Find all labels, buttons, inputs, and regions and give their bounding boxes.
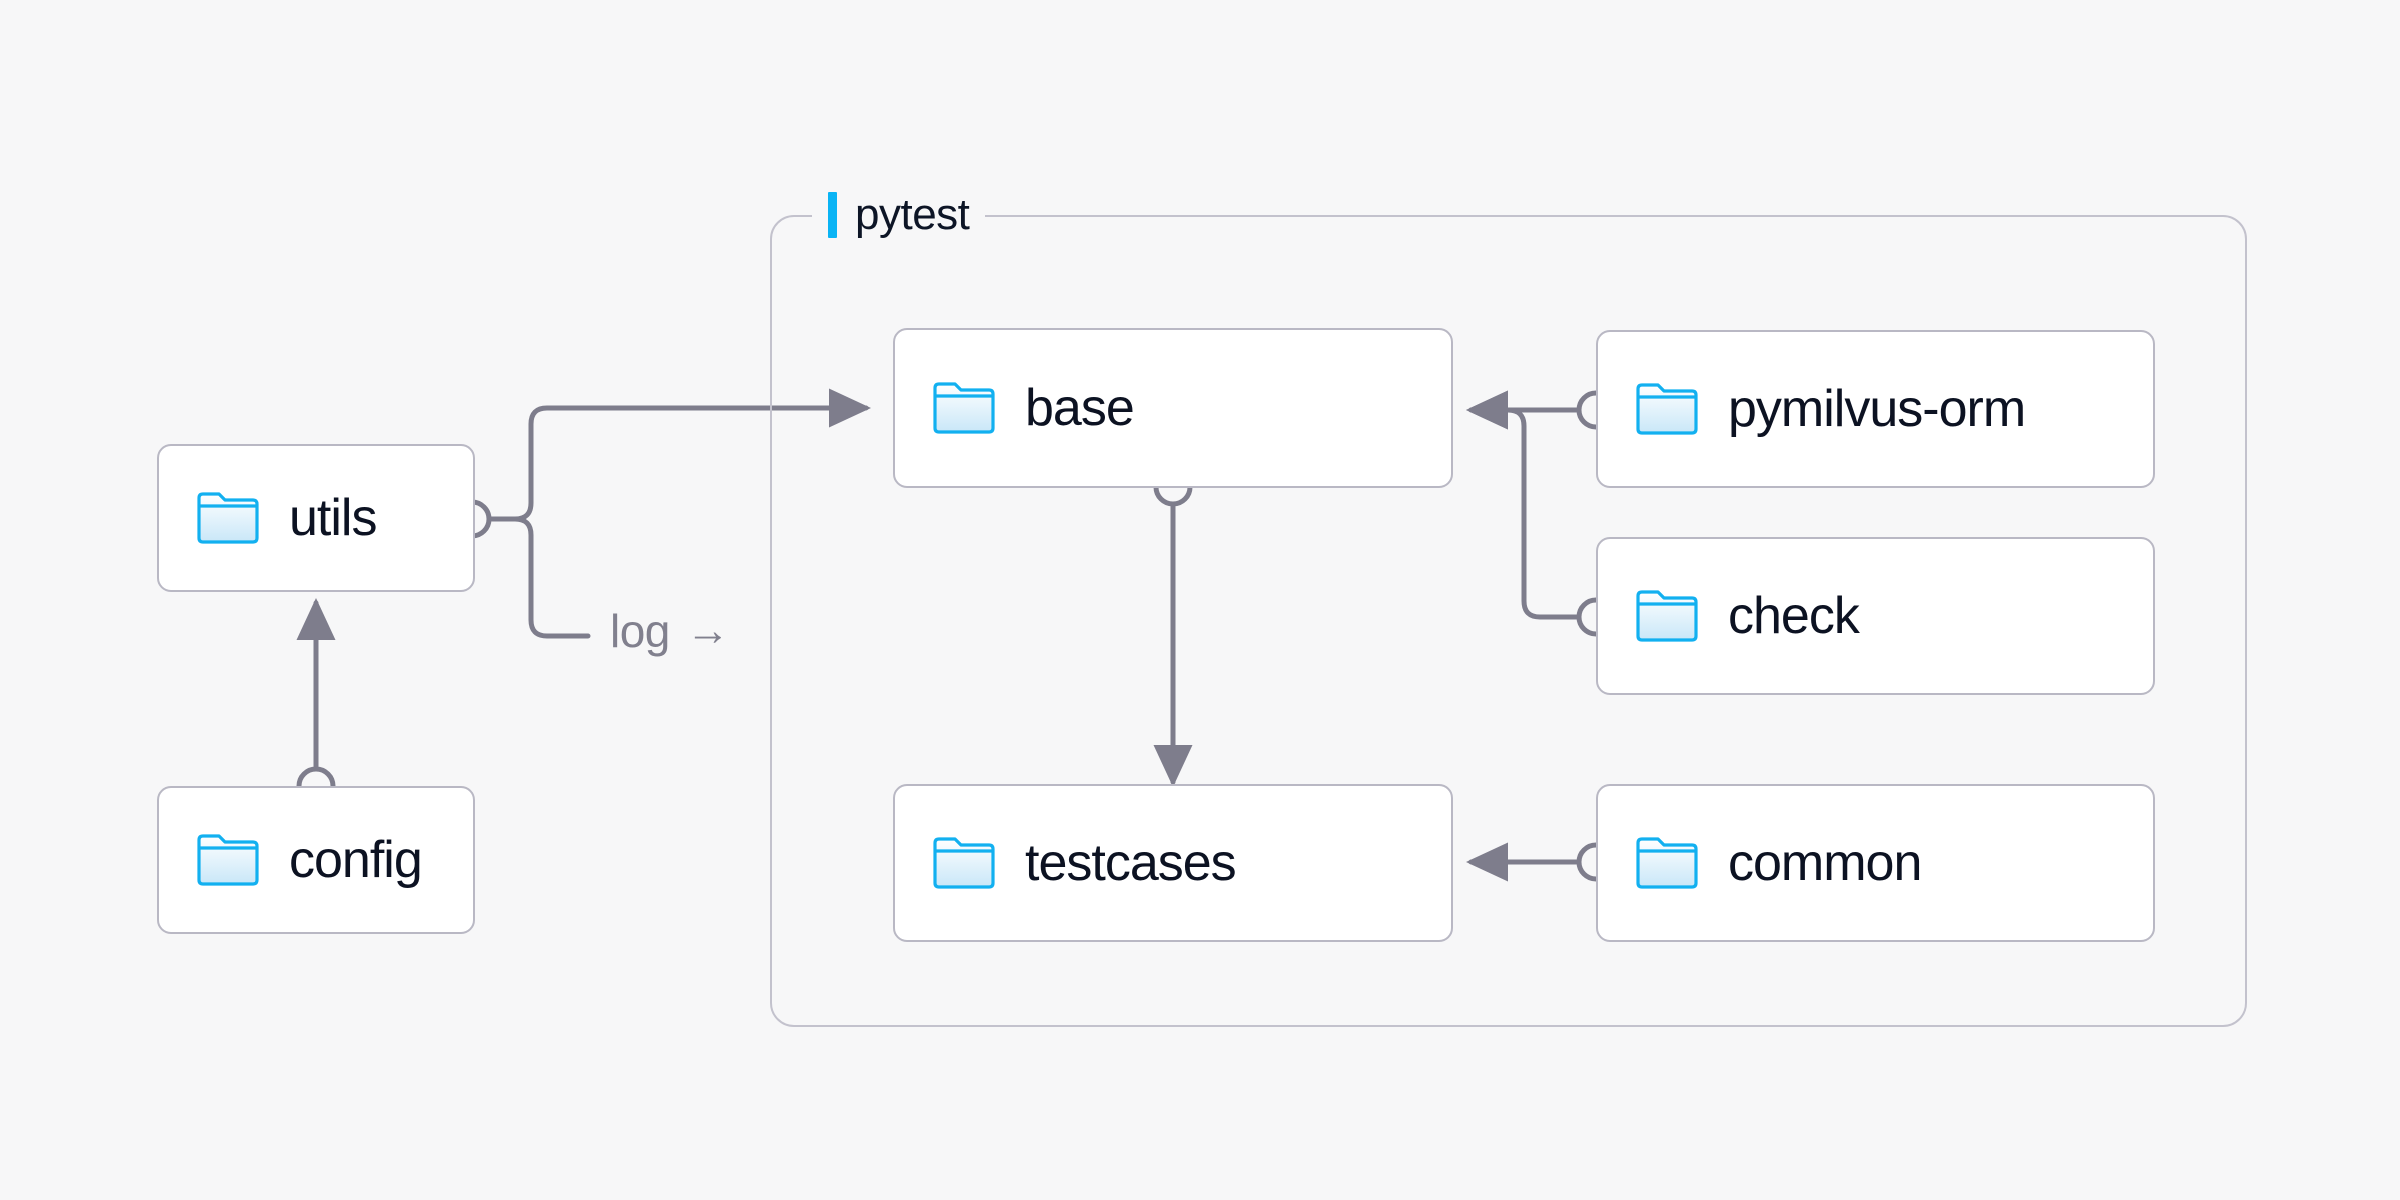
folder-icon	[933, 382, 995, 434]
node-check[interactable]: check	[1596, 537, 2155, 695]
node-label-common: common	[1728, 834, 1922, 892]
node-label-check: check	[1728, 587, 1860, 645]
node-utils[interactable]: utils	[157, 444, 475, 592]
folder-icon	[1636, 590, 1698, 642]
group-title: pytest	[855, 190, 970, 239]
edge-label-log-text: log	[610, 605, 670, 657]
node-pymilvus-orm[interactable]: pymilvus-orm	[1596, 330, 2155, 488]
node-label-base: base	[1025, 379, 1135, 437]
node-label-utils: utils	[289, 489, 377, 547]
folder-icon	[933, 837, 995, 889]
folder-icon	[1636, 837, 1698, 889]
node-base[interactable]: base	[893, 328, 1453, 488]
node-label-testcases: testcases	[1025, 834, 1237, 892]
edge-utils-log	[487, 516, 591, 639]
node-label-pymilvus-orm: pymilvus-orm	[1728, 380, 2026, 438]
folder-icon	[1636, 383, 1698, 435]
group-accent-bar	[828, 192, 837, 238]
node-label-config: config	[289, 831, 423, 889]
edge-label-log: log →	[600, 608, 740, 654]
node-common[interactable]: common	[1596, 784, 2155, 942]
folder-icon	[197, 834, 259, 886]
node-config[interactable]: config	[157, 786, 475, 934]
node-testcases[interactable]: testcases	[893, 784, 1453, 942]
arrow-right-icon: →	[685, 606, 730, 655]
group-label-pytest: pytest	[812, 186, 986, 244]
group-container-pytest[interactable]	[770, 215, 2247, 1027]
folder-icon	[197, 492, 259, 544]
